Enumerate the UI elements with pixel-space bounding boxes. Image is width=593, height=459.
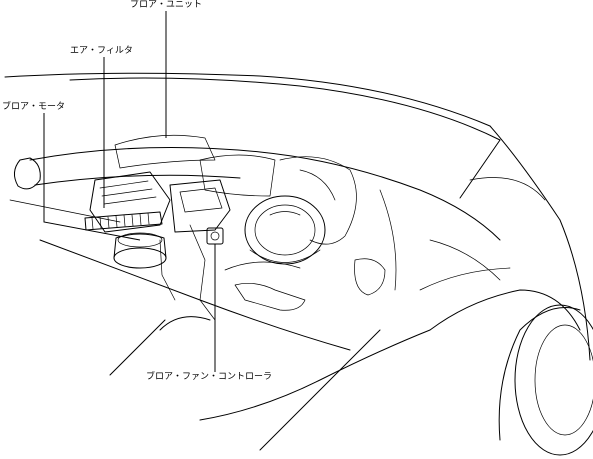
dashboard-outline [9, 134, 501, 351]
blower-unit-label: ブロア・ユニット [129, 0, 204, 11]
blower-unit-housing [89, 171, 231, 321]
leader-lines [43, 11, 216, 372]
blower-motor [113, 232, 167, 269]
leader-blower-motor [43, 113, 141, 241]
air-filter-label: エア・フィルタ [69, 46, 134, 57]
blower-motor-label: ブロア・モータ [1, 102, 67, 113]
air-filter [84, 211, 163, 231]
steering-wheel [244, 195, 326, 265]
windshield-outline [4, 72, 561, 221]
car-body [419, 219, 593, 456]
lower-dash [109, 189, 431, 451]
blower-fan-controller-label: ブロア・ファン・コントローラ [145, 372, 274, 383]
